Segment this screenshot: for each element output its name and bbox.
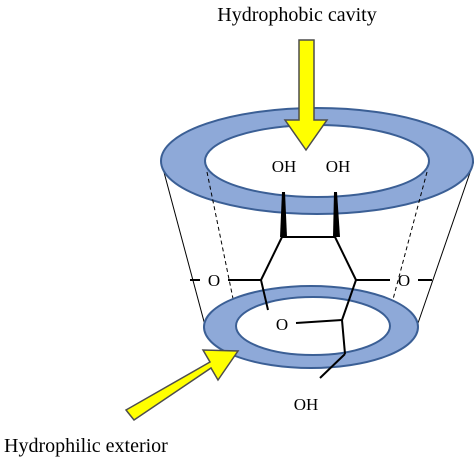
hydrophilic-exterior-label: Hydrophilic exterior	[4, 435, 168, 457]
bottom-ring	[202, 285, 420, 369]
hydrophobic-cavity-label: Hydrophobic cavity	[217, 4, 376, 26]
ring-o-label: O	[276, 315, 288, 334]
ether-o-right: O	[398, 271, 410, 290]
exterior-arrow	[124, 349, 240, 422]
wedge-bond-left	[280, 192, 287, 237]
oh-label-right: OH	[326, 157, 351, 176]
oh-label-bottom: OH	[294, 395, 319, 414]
oh-label-left: OH	[272, 157, 297, 176]
inner-wall-left	[206, 171, 238, 319]
ether-o-left: O	[208, 271, 220, 290]
top-ring	[159, 107, 474, 215]
wedge-bond-right	[333, 192, 340, 237]
cone-left-wall	[160, 160, 207, 330]
glucose-ring	[190, 236, 432, 379]
cone-right-wall	[415, 160, 474, 330]
cavity-arrow	[283, 39, 329, 152]
